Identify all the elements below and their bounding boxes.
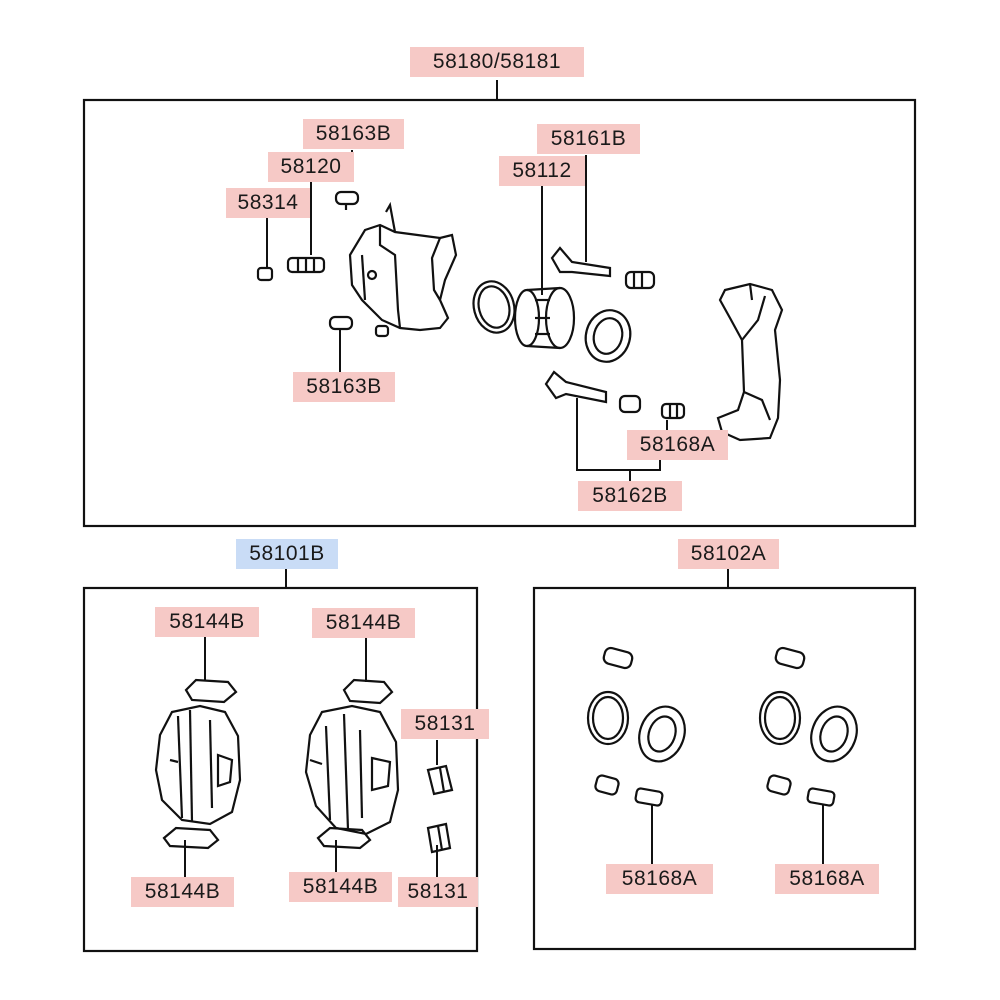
retaining-bolt-bottom-part [328, 315, 354, 331]
seal-kit-right-group [758, 646, 858, 807]
label-shim-bottom-right[interactable]: 58144B [289, 872, 392, 902]
label-seal-kit[interactable]: 58102A [678, 539, 779, 569]
label-caliper-assembly[interactable]: 58180/58181 [410, 47, 584, 77]
label-clip-upper[interactable]: 58131 [401, 709, 489, 739]
label-boot[interactable]: 58168A [627, 430, 728, 460]
shim-top-right-part [342, 678, 394, 705]
guide-boot-top-part [624, 270, 656, 290]
label-shim-top-left[interactable]: 58144B [155, 607, 259, 637]
sleeve-part [286, 256, 326, 274]
brake-pad-left-part [154, 704, 242, 826]
label-boot-right[interactable]: 58168A [775, 864, 879, 894]
pad-kit-frame [82, 586, 479, 953]
label-shim-top-right[interactable]: 58144B [312, 608, 415, 638]
piston-boot-part [584, 309, 632, 363]
label-piston[interactable]: 58112 [499, 156, 585, 186]
guide-boot-bottom-part [618, 394, 686, 420]
label-guide-pin-top[interactable]: 58161B [537, 124, 640, 154]
piston-seal-part [472, 280, 516, 334]
label-sleeve[interactable]: 58120 [268, 152, 354, 182]
label-guide-pin-bottom[interactable]: 58162B [578, 481, 682, 511]
guide-pin-bottom-part [544, 370, 608, 404]
label-boot-left[interactable]: 58168A [606, 864, 713, 894]
shim-top-left-part [184, 678, 238, 704]
label-clip-lower[interactable]: 58131 [398, 877, 478, 907]
mounting-bracket-part [716, 282, 784, 442]
label-shim-bottom-left[interactable]: 58144B [131, 877, 234, 907]
label-bleeder-cap[interactable]: 58314 [226, 188, 310, 218]
label-pad-kit[interactable]: 58101B [236, 539, 338, 569]
bleeder-cap-part [256, 266, 274, 282]
label-retaining-bolt-top[interactable]: 58163B [303, 119, 404, 149]
seal-kit-frame [532, 586, 917, 951]
caliper-body-part [348, 201, 458, 338]
brake-pad-right-part [304, 704, 400, 836]
shim-bottom-left-part [162, 826, 220, 850]
shim-bottom-right-part [316, 826, 372, 850]
clip-lower-part [426, 822, 452, 854]
guide-pin-top-part [550, 246, 612, 278]
piston-part [513, 286, 576, 350]
label-retaining-bolt-bottom[interactable]: 58163B [293, 372, 395, 402]
retaining-bolt-top-part [334, 190, 360, 210]
caliper-assembly-frame [82, 98, 917, 528]
clip-upper-part [426, 764, 454, 796]
seal-kit-left-group [586, 646, 686, 807]
